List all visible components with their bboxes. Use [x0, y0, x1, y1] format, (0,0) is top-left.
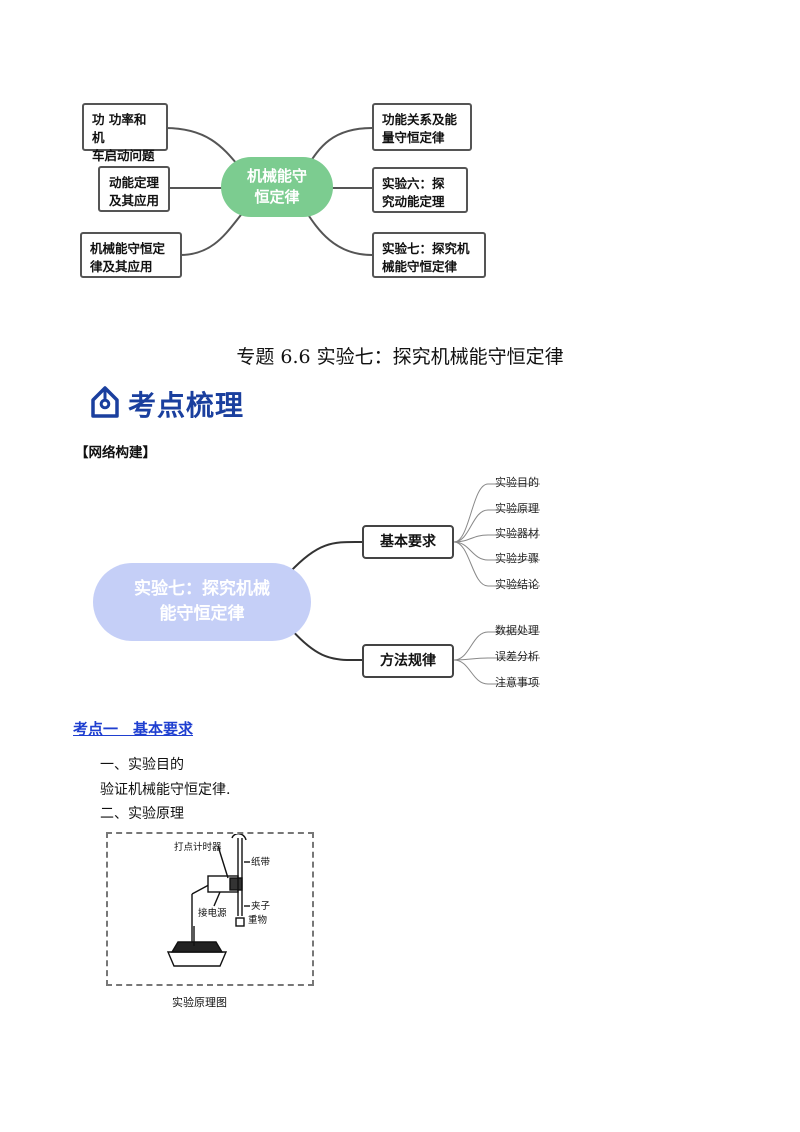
concept-map-center-line1: 实验七：探究机械 — [134, 579, 270, 599]
node-text: 械能守恒定律 — [382, 259, 458, 274]
node-text: 律及其应用 — [90, 259, 153, 274]
branch-basic-requirements: 基本要求 — [362, 525, 454, 559]
node-text: 动能定理 — [108, 175, 159, 190]
section-heading: 考点梳理 — [90, 384, 244, 424]
node-text: 功能关系及能 — [382, 112, 458, 127]
label-weight: 重物 — [248, 914, 268, 926]
node-text: 实验七：探究机 — [382, 241, 470, 256]
branch-methods-rules: 方法规律 — [362, 644, 454, 678]
node-text: 究动能定理 — [382, 194, 445, 209]
top-map-center: 机械能守 恒定律 — [221, 157, 333, 217]
top-map-node-left-3: 机械能守恒定 律及其应用 — [80, 232, 182, 278]
pen-nib-icon — [91, 386, 119, 418]
leaf-item: 实验目的 — [495, 476, 539, 489]
label-timer: 打点计时器 — [174, 841, 222, 853]
leaf-item: 实验步骤 — [495, 552, 539, 565]
top-map-center-line1: 机械能守 — [246, 167, 307, 185]
leaf-item: 实验器材 — [495, 527, 539, 540]
experiment-figure: 打点计时器 纸带 接电源 夹子 重物 — [106, 832, 314, 986]
label-tape: 纸带 — [251, 856, 271, 868]
body-line-1: 一、实验目的 — [100, 757, 184, 773]
apparatus-drawing: 打点计时器 纸带 接电源 夹子 重物 — [166, 833, 271, 967]
top-map-node-right-3: 实验七：探究机 械能守恒定律 — [372, 232, 486, 278]
node-text: 机械能守恒定 — [90, 241, 166, 256]
leaf-item: 实验原理 — [495, 502, 539, 515]
concept-map-center-line2: 能守恒定律 — [159, 604, 245, 624]
document-title: 专题 6.6 实验七：探究机械能守恒定律 — [236, 346, 564, 368]
node-text: 量守恒定律 — [382, 130, 445, 145]
concept-map-center: 实验七：探究机械 能守恒定律 — [93, 563, 311, 641]
body-line-3: 二、实验原理 — [100, 806, 184, 822]
node-text: 及其应用 — [108, 193, 159, 208]
leaf-item: 注意事项 — [495, 676, 539, 689]
top-map-center-line2: 恒定律 — [254, 188, 300, 206]
node-text: 功 功率和机 — [92, 112, 147, 145]
concept-map-connectors — [289, 483, 540, 685]
top-map-node-left-1: 功 功率和机 车启动问题 — [82, 103, 168, 163]
top-map-node-right-2: 实验六：探 究动能定理 — [372, 167, 468, 213]
node-text: 车启动问题 — [92, 148, 155, 163]
top-map-node-right-1: 功能关系及能 量守恒定律 — [372, 103, 472, 151]
body-line-2: 验证机械能守恒定律. — [100, 782, 231, 798]
leaf-item: 误差分析 — [495, 650, 539, 663]
leaf-item: 数据处理 — [495, 624, 539, 637]
top-map-node-left-2: 动能定理 及其应用 — [98, 166, 170, 212]
label-clamp: 夹子 — [251, 900, 271, 912]
label-power: 接电源 — [198, 907, 227, 919]
kaodian-heading[interactable]: 考点一 基本要求 — [73, 720, 194, 738]
section-heading-text: 考点梳理 — [128, 389, 245, 422]
leaf-item: 实验结论 — [495, 578, 539, 591]
network-label: 【网络构建】 — [75, 445, 156, 461]
node-text: 实验六：探 — [382, 176, 445, 191]
figure-caption: 实验原理图 — [172, 996, 227, 1009]
